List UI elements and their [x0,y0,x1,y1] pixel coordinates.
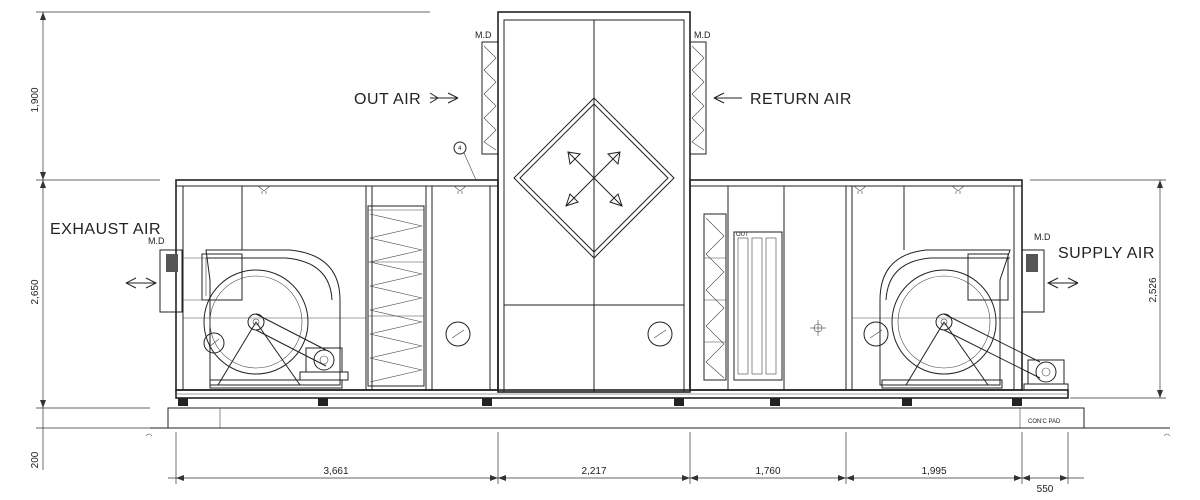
return-air-arrow [713,92,742,104]
dim-vertical-2526: 2,526 [1148,277,1159,302]
return-air-damper [689,41,707,155]
base-frame [175,389,1069,406]
mixing-box [497,11,691,393]
dim-horizontal-1760: 1,760 [755,466,780,477]
dim-vertical-1900: 1,900 [30,87,41,112]
dim-horizontal-550: 550 [1037,484,1054,495]
dim-horizontal-2217: 2,217 [581,466,606,477]
exhaust-arrow [125,277,158,289]
return-air-label: RETURN AIR [750,91,852,108]
right-dimension-line [1030,179,1166,399]
conc-pad-label: CON'C PAD [1028,419,1061,425]
exhaust-md-label: M.D [148,236,165,246]
supply-air-label: SUPPLY AIR [1058,245,1155,262]
dim-vertical-2650: 2,650 [30,279,41,304]
item-tag [453,141,477,181]
out-air-damper [481,41,499,155]
supply-fan [879,249,1069,391]
supply-arrow [1046,277,1079,289]
dim-horizontal-1995: 1,995 [921,466,946,477]
supply-damper [1021,249,1045,313]
out-air-md-label: M.D [475,30,492,40]
coil-out-label: OUT [736,232,749,238]
left-casing [175,179,499,391]
out-air-label: OUT AIR [354,91,421,108]
return-air-md-label: M.D [694,30,711,40]
dim-vertical-200: 200 [30,451,41,468]
supply-md-label: M.D [1034,232,1051,242]
concrete-pad [145,407,1171,437]
right-casing [689,179,1023,391]
dim-horizontal-3661: 3,661 [323,466,348,477]
out-air-arrow [429,92,459,104]
exhaust-fan [201,249,349,389]
left-dimension-line [36,11,430,470]
exhaust-damper [159,249,206,313]
item-tag-number: 4 [458,146,462,152]
bottom-dimension-line [168,432,1084,484]
exhaust-air-label: EXHAUST AIR [50,221,161,238]
